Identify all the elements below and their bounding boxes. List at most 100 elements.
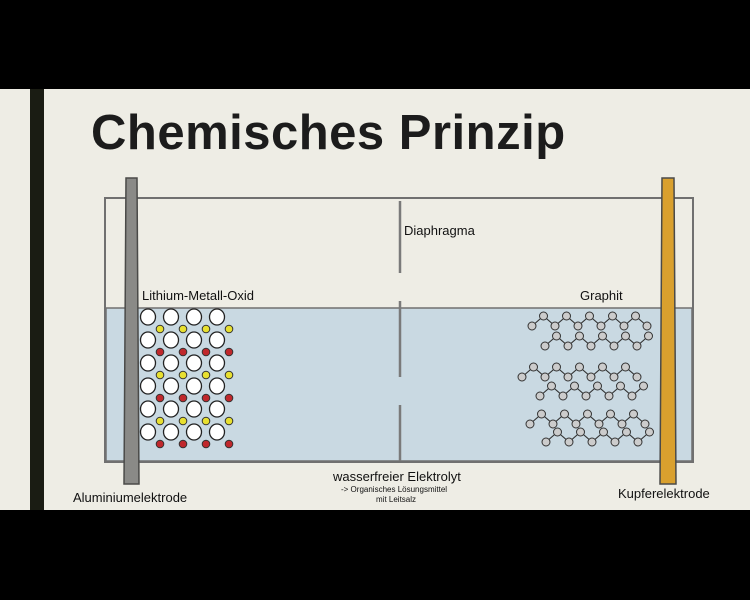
carbon-atom xyxy=(560,409,569,419)
carbon-atom xyxy=(537,409,546,419)
slide: Chemisches Prinzip Diaphragma Lithium-Me… xyxy=(0,89,750,510)
carbon-atom xyxy=(575,362,584,372)
oxygen-atom xyxy=(162,331,180,349)
carbon-atom xyxy=(563,372,573,382)
carbon-atom xyxy=(525,419,535,429)
graphite-bond xyxy=(544,335,649,347)
carbon-atom xyxy=(633,437,643,447)
oxygen-atom xyxy=(208,308,226,326)
carbon-atom xyxy=(583,409,592,419)
carbon-atom xyxy=(540,341,550,351)
carbon-atom xyxy=(547,381,556,391)
carbon-atom xyxy=(573,321,583,331)
graphite-layers xyxy=(517,311,654,447)
carbon-atom xyxy=(529,362,538,372)
carbon-atom xyxy=(642,321,652,331)
lithium-atom xyxy=(224,416,234,426)
carbon-atom xyxy=(599,427,608,437)
carbon-atom xyxy=(563,341,573,351)
oxygen-atom xyxy=(185,308,203,326)
metal-atom xyxy=(224,347,234,357)
carbon-atom xyxy=(598,362,607,372)
oxygen-atom xyxy=(185,400,203,418)
slide-title: Chemisches Prinzip xyxy=(91,106,566,160)
lithium-atom xyxy=(155,416,165,426)
carbon-atom xyxy=(644,331,653,341)
oxygen-atom xyxy=(139,354,157,372)
electrolyte-note-solvent: -> Organisches Lösungsmittel xyxy=(341,485,448,494)
carbon-atom xyxy=(550,321,560,331)
oxygen-atom xyxy=(162,308,180,326)
metal-atom xyxy=(155,347,165,357)
metal-atom xyxy=(201,347,211,357)
oxygen-atom xyxy=(162,423,180,441)
carbon-atom xyxy=(609,372,619,382)
carbon-atom xyxy=(596,321,606,331)
carbon-atom xyxy=(562,311,571,321)
carbon-atom xyxy=(632,341,642,351)
aluminium-electrode xyxy=(123,177,140,485)
oxygen-atom xyxy=(139,331,157,349)
carbon-atom xyxy=(587,437,597,447)
lithium-atom xyxy=(224,324,234,334)
carbon-atom xyxy=(617,419,627,429)
oxygen-atom xyxy=(162,354,180,372)
oxygen-atom xyxy=(185,377,203,395)
cell-container xyxy=(104,197,694,463)
oxygen-atom xyxy=(162,400,180,418)
lithium-atom xyxy=(201,416,211,426)
electrolyte-note-salt: mit Leitsalz xyxy=(376,495,417,504)
accent-bar xyxy=(30,89,44,510)
carbon-atom xyxy=(606,409,615,419)
cathode-material-label: Lithium-Metall-Oxid xyxy=(142,288,254,303)
metal-atom xyxy=(201,439,211,449)
oxygen-atom xyxy=(139,377,157,395)
oxygen-atom xyxy=(162,377,180,395)
lithium-atom xyxy=(178,324,188,334)
copper-electrode-label: Kupferelektrode xyxy=(618,486,710,501)
metal-atom xyxy=(178,393,188,403)
carbon-atom xyxy=(645,427,654,437)
lithium-atom xyxy=(201,370,211,380)
metal-oxide-lattice xyxy=(139,308,234,449)
carbon-atom xyxy=(639,381,648,391)
lithium-atom xyxy=(155,370,165,380)
carbon-atom xyxy=(593,381,602,391)
lithium-atom xyxy=(224,370,234,380)
lithium-atom xyxy=(155,324,165,334)
oxygen-atom xyxy=(139,400,157,418)
metal-atom xyxy=(178,347,188,357)
carbon-atom xyxy=(608,311,617,321)
carbon-atom xyxy=(581,391,591,401)
lithium-atom xyxy=(178,416,188,426)
carbon-atom xyxy=(541,437,551,447)
oxygen-atom xyxy=(208,331,226,349)
oxygen-atom xyxy=(208,377,226,395)
oxygen-atom xyxy=(185,354,203,372)
metal-atom xyxy=(201,393,211,403)
oxygen-atom xyxy=(208,400,226,418)
carbon-atom xyxy=(564,437,574,447)
carbon-atom xyxy=(586,341,596,351)
carbon-atom xyxy=(594,419,604,429)
lithium-atom xyxy=(178,370,188,380)
carbon-atom xyxy=(517,372,527,382)
oxygen-atom xyxy=(208,423,226,441)
carbon-atom xyxy=(640,419,650,429)
carbon-atom xyxy=(621,331,630,341)
carbon-atom xyxy=(570,381,579,391)
carbon-atom xyxy=(552,362,561,372)
carbon-atom xyxy=(539,311,548,321)
graphite-bond xyxy=(539,385,644,397)
oxygen-atom xyxy=(185,423,203,441)
lithium-atom xyxy=(201,324,211,334)
carbon-atom xyxy=(552,331,561,341)
metal-atom xyxy=(224,439,234,449)
carbon-atom xyxy=(548,419,558,429)
carbon-atom xyxy=(622,427,631,437)
carbon-atom xyxy=(585,311,594,321)
metal-atom xyxy=(155,439,165,449)
metal-atom xyxy=(178,439,188,449)
carbon-atom xyxy=(575,331,584,341)
carbon-atom xyxy=(598,331,607,341)
